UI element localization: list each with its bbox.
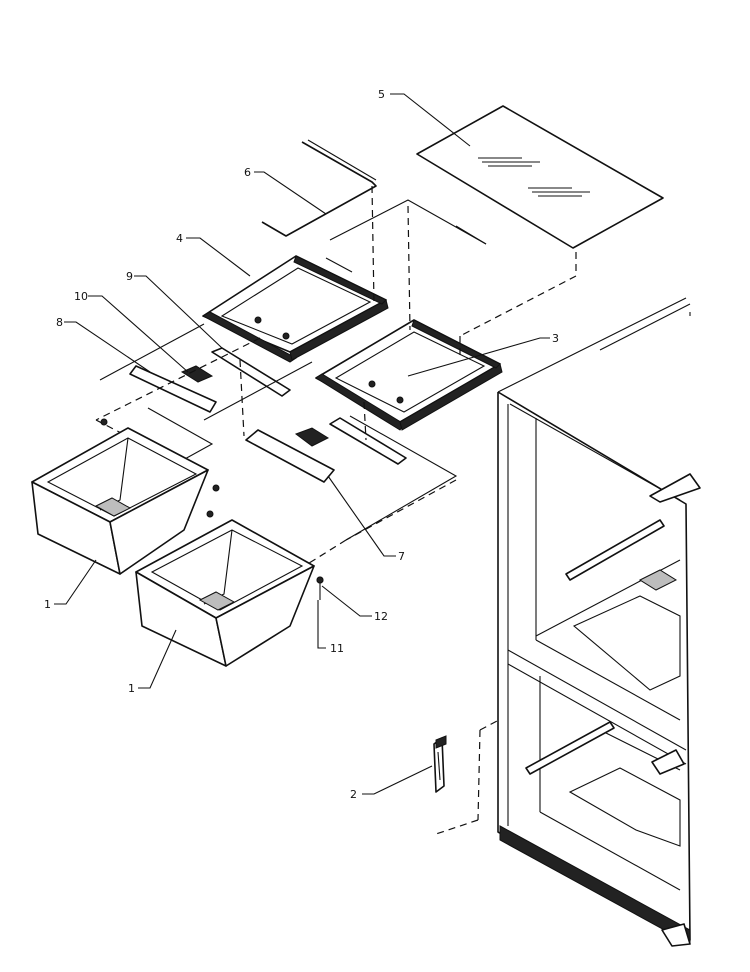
callout-10: 10: [74, 290, 88, 303]
callout-5: 5: [378, 88, 385, 101]
crisper-cover-frame-upper: [201, 255, 389, 363]
glide-rails: [129, 347, 407, 483]
crisper-drawer-left: [31, 418, 220, 575]
leader-lines: [54, 93, 550, 795]
callout-3: 3: [552, 332, 559, 345]
screw: [316, 576, 324, 600]
callout-1-right: 1: [128, 682, 135, 695]
callout-12: 12: [374, 610, 388, 623]
crisper-cover-frame-lower: [315, 319, 503, 431]
callout-9: 9: [126, 270, 133, 283]
callout-8: 8: [56, 316, 63, 329]
glass-shelf: [416, 105, 664, 249]
callout-labels: 5 6 4 9 10 8 3 7 12 11 1 1 2: [44, 88, 559, 801]
shelf-trim: [261, 139, 377, 237]
shelf-frame: [325, 199, 487, 273]
callout-2: 2: [350, 788, 357, 801]
bracket: [433, 735, 447, 793]
callout-7: 7: [398, 550, 405, 563]
callout-6: 6: [244, 166, 251, 179]
crisper-drawer-right: [135, 510, 324, 667]
refrigerator-cabinet: [497, 297, 701, 947]
callout-4: 4: [176, 232, 183, 245]
callout-11: 11: [330, 642, 344, 655]
callout-1-left: 1: [44, 598, 51, 611]
